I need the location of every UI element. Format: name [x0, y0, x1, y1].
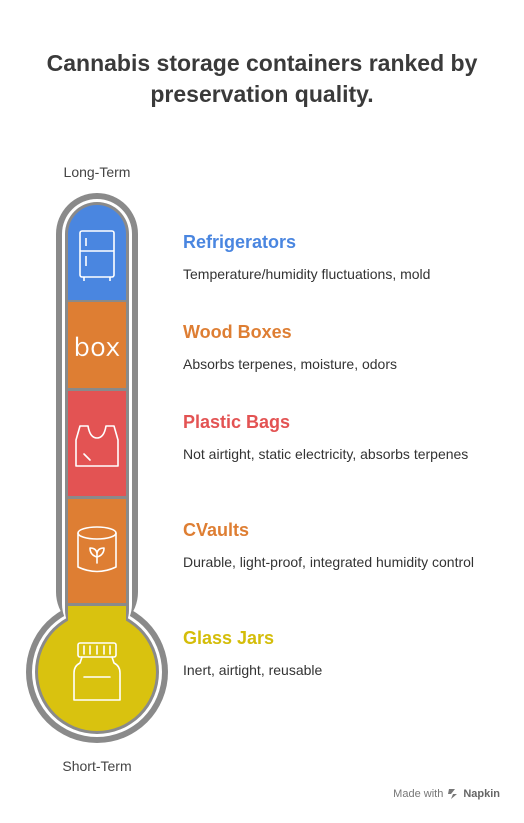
- segment-plastic-bags: [68, 391, 126, 496]
- item-description: Durable, light-proof, integrated humidit…: [183, 554, 475, 570]
- item-description: Inert, airtight, reusable: [183, 662, 323, 678]
- page-title: Cannabis storage containers ranked by pr…: [46, 50, 478, 107]
- jar-icon: [73, 642, 121, 701]
- axis-label-long-term: Long-Term: [63, 164, 131, 180]
- item-title: Glass Jars: [183, 628, 275, 648]
- refrigerator-icon: [79, 230, 115, 281]
- made-with-label: Made with: [393, 788, 444, 800]
- box-icon: box: [74, 333, 121, 363]
- napkin-brand-label: Napkin: [463, 788, 500, 800]
- item-glass-jars: Glass Jars Inert, airtight, reusable: [183, 627, 483, 679]
- item-cvaults: CVaults Durable, light-proof, integrated…: [183, 519, 483, 571]
- segment-refrigerators: [68, 205, 126, 300]
- item-wood-boxes: Wood Boxes Absorbs terpenes, moisture, o…: [183, 321, 483, 373]
- item-title: Refrigerators: [183, 232, 297, 252]
- item-description: Absorbs terpenes, moisture, odors: [183, 356, 397, 372]
- plastic-bag-icon: [75, 425, 119, 467]
- axis-label-short-term: Short-Term: [62, 758, 132, 774]
- segment-glass-jars: [38, 606, 156, 731]
- segment-wood-boxes: [68, 302, 126, 388]
- item-title: Plastic Bags: [183, 412, 291, 432]
- item-title: Wood Boxes: [183, 322, 292, 342]
- item-plastic-bags: Plastic Bags Not airtight, static electr…: [183, 411, 483, 463]
- container-leaf-icon: [77, 526, 117, 573]
- made-with-napkin-badge[interactable]: Made with Napkin: [393, 788, 500, 800]
- napkin-logo-icon: [448, 789, 458, 799]
- item-title: CVaults: [183, 520, 250, 540]
- item-description: Not airtight, static electricity, absorb…: [183, 446, 469, 462]
- item-description: Temperature/humidity fluctuations, mold: [183, 266, 431, 282]
- item-refrigerators: Refrigerators Temperature/humidity fluct…: [183, 231, 483, 283]
